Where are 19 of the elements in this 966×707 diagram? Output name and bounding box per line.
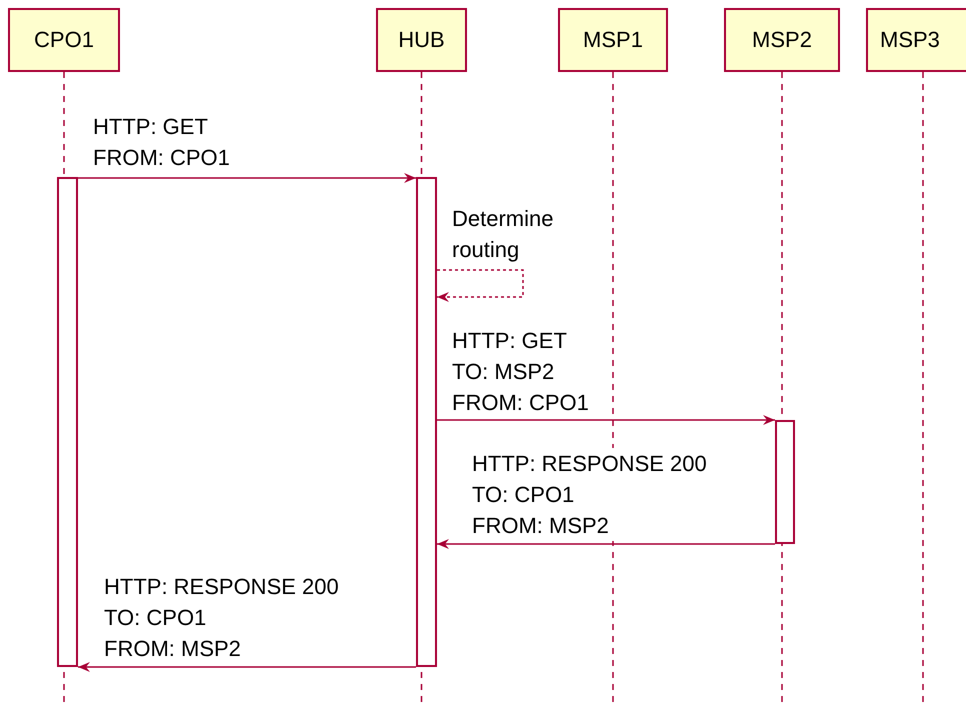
message-label: HTTP: RESPONSE 200 TO: CPO1 FROM: MSP2 <box>472 448 707 541</box>
participant-box <box>558 8 668 72</box>
participant-name: MSP3 <box>880 27 940 53</box>
message-arrow <box>437 415 775 425</box>
activation-bar <box>416 177 437 667</box>
message-arrow <box>78 173 416 183</box>
participant-box <box>376 8 467 72</box>
message-arrow <box>437 269 524 302</box>
participant-name: CPO1 <box>34 27 94 53</box>
message-arrow <box>78 662 416 672</box>
participant-name: HUB <box>398 27 445 53</box>
message-arrow <box>437 539 775 549</box>
participant-name: MSP1 <box>583 27 643 53</box>
activation-bar <box>775 420 795 544</box>
participant-name: MSP2 <box>752 27 812 53</box>
participant-box <box>866 8 966 72</box>
participant-box <box>724 8 840 72</box>
participant-box <box>8 8 120 72</box>
activation-bar <box>57 177 78 667</box>
